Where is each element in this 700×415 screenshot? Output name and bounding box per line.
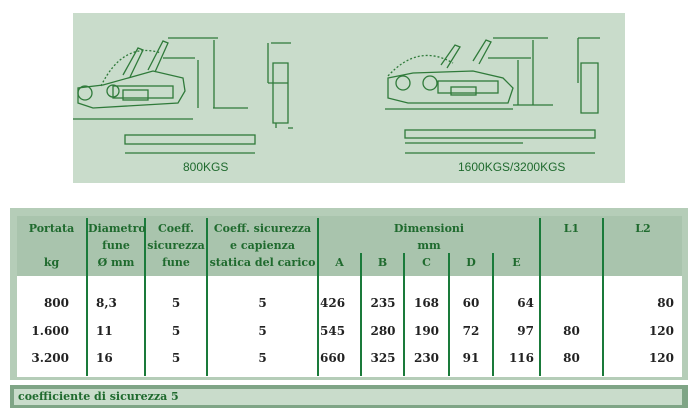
cell-portata: 1.600 [31,324,69,338]
column-divider [86,218,88,376]
column-divider [317,218,319,376]
diagram-panel: 800KGS 1600KGS/3200KGS [73,13,625,183]
cell-c: 168 [413,296,440,310]
cell-l1: 80 [563,324,580,338]
cell-coeff-fune: 5 [171,351,181,365]
column-divider [602,218,604,376]
header-dim-e: E [512,256,521,269]
cell-coeff-fune: 5 [171,296,181,310]
column-divider [448,253,450,376]
header-dim-c: C [422,256,431,269]
cell-portata: 800 [43,296,69,310]
column-divider [403,253,405,376]
cell-coeff-carico: 5 [258,324,267,338]
header-l1: L1 [563,222,580,235]
hoist-1600-3200-side-view [385,37,600,154]
cell-c: 190 [413,324,440,338]
footer-note: coefficiente di sicurezza 5 [18,390,179,403]
header-dim-a: A [335,256,344,269]
cell-a: 545 [320,324,346,338]
column-divider [539,218,541,376]
cell-d: 72 [462,324,480,338]
cell-diametro: 16 [96,351,113,365]
column-divider [360,253,362,376]
header-dim-b: B [377,256,388,269]
diagram-caption-800: 800KGS [183,160,229,174]
cell-l1: 80 [563,351,580,365]
cell-d: 60 [462,296,480,310]
cell-coeff-fune: 5 [171,324,181,338]
cell-a: 660 [320,351,346,365]
column-divider [492,253,494,376]
header-dim-d: D [466,256,476,269]
cell-portata: 3.200 [31,351,69,365]
cell-d: 91 [462,351,480,365]
diagram-caption-1600-3200: 1600KGS/3200KGS [458,160,566,174]
header-portata: Portata kg [28,222,75,269]
cell-b: 235 [370,296,396,310]
cell-c: 230 [413,351,440,365]
cell-b: 280 [370,324,396,338]
column-divider [144,218,146,376]
cell-l2: 120 [648,324,674,338]
footer-inner [14,389,682,405]
cell-l2: 80 [657,296,674,310]
cell-e: 97 [517,324,534,338]
cell-coeff-carico: 5 [258,296,267,310]
table-header [17,216,682,276]
cell-e: 64 [517,296,534,310]
column-divider [206,218,208,376]
cell-b: 325 [370,351,396,365]
cell-diametro: 11 [96,324,113,338]
cell-coeff-carico: 5 [258,351,267,365]
hoist-drawings [73,37,600,154]
cell-e: 116 [508,351,534,365]
cell-diametro: 8,3 [96,296,117,310]
cell-l2: 120 [648,351,674,365]
hoist-800-side-view [73,37,293,154]
cell-a: 426 [320,296,346,310]
header-l2: L2 [635,222,651,235]
